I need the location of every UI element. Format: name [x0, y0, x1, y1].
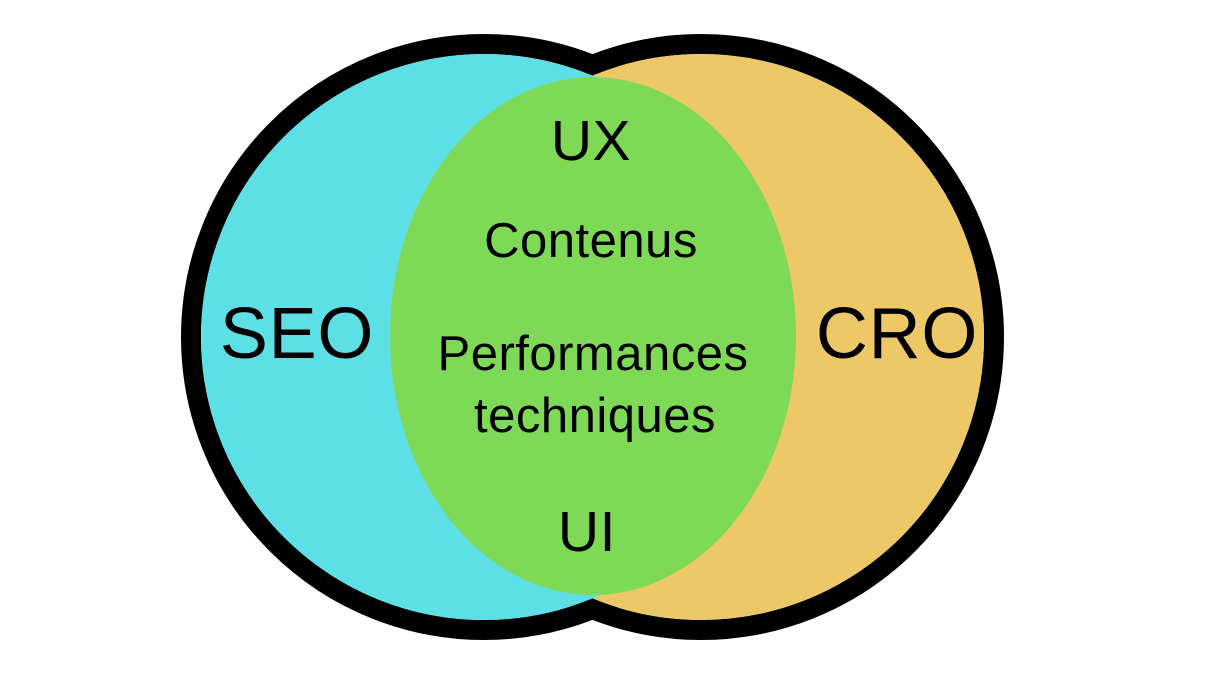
- right-circle-label: CRO: [816, 294, 978, 374]
- overlap-item-ui: UI: [558, 500, 616, 564]
- overlap-item-contenus: Contenus: [484, 214, 698, 268]
- overlap-item-performances-line2: techniques: [474, 389, 716, 443]
- overlap-item-ux: UX: [551, 109, 631, 173]
- overlap-item-performances-line1: Performances: [438, 327, 749, 381]
- overlap-ellipse: [390, 77, 796, 595]
- left-circle-label: SEO: [220, 294, 374, 374]
